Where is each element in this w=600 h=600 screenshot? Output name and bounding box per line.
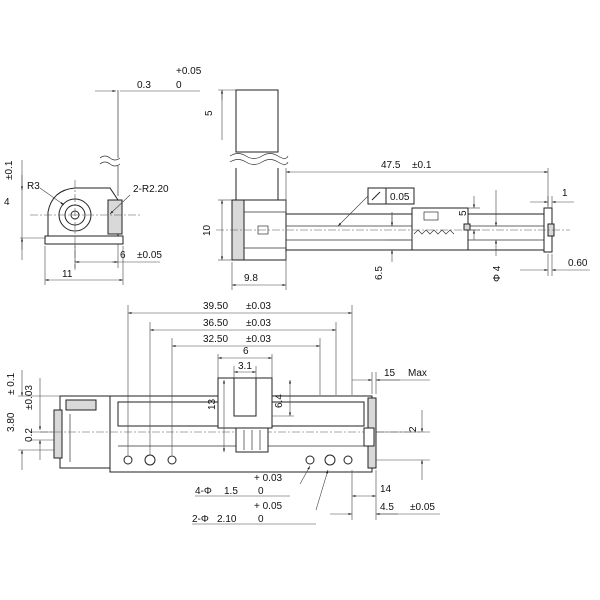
d15: 15 (384, 368, 396, 379)
tol-475: ±0.1 (412, 160, 432, 171)
dim-060: 0.60 (568, 258, 588, 269)
t3950: ±0.03 (246, 301, 271, 312)
d64: 6.4 (274, 394, 285, 408)
d3250: 32.50 (203, 334, 228, 345)
d31: 3.1 (238, 361, 252, 372)
dim-65: 6.5 (374, 266, 385, 280)
d13: 13 (207, 398, 218, 410)
t380: ± 0.1 (6, 372, 17, 395)
hole4-tp: + 0.03 (254, 473, 283, 484)
dim-11: 11 (62, 269, 73, 280)
t45: ±0.05 (410, 502, 435, 513)
tol-01: ±0.1 (4, 160, 15, 180)
front-view: 39.50 ±0.03 36.50 ±0.03 32.50 ±0.03 6 3.… (6, 301, 440, 525)
t3650: ±0.03 (246, 318, 271, 329)
t003: ±0.03 (24, 385, 35, 410)
r2-label: 2-R2.20 (133, 184, 169, 195)
dim-1: 1 (562, 188, 568, 199)
d3950: 39.50 (203, 301, 228, 312)
side-view: 5 10 9.8 47.5 ±0 (202, 89, 590, 290)
max: Max (408, 368, 427, 379)
d6: 6 (243, 346, 249, 357)
t3250: ±0.03 (246, 334, 271, 345)
dim-5-top: 5 (204, 110, 215, 116)
dim-98: 9.8 (244, 273, 258, 284)
dim-475: 47.5 (381, 160, 401, 171)
hole2-label: 2-Φ (192, 514, 209, 525)
hole2-tm: 0 (258, 514, 264, 525)
dim-5-right: 5 (458, 210, 469, 216)
d45: 4.5 (380, 502, 394, 513)
hole2-d: 2.10 (217, 514, 237, 525)
d02: 0.2 (24, 428, 35, 442)
dim-03: 0.3 (137, 80, 151, 91)
d2: 2 (408, 426, 419, 432)
dim-4: 4 (4, 197, 10, 208)
d380: 3.80 (6, 412, 17, 432)
hole4-label: 4-Φ (195, 486, 212, 497)
r3-label: R3 (27, 181, 40, 192)
tol-top: +0.05 (176, 66, 202, 77)
hole4-d: 1.5 (224, 486, 238, 497)
flatness-value: 0.05 (390, 192, 410, 203)
hole4-tm: 0 (258, 486, 264, 497)
tol-bottom: 0 (176, 80, 182, 91)
dim-phi4: Φ 4 (492, 265, 503, 282)
dim-10: 10 (202, 224, 213, 236)
tol-005: ±0.05 (137, 250, 162, 261)
hole2-tp: + 0.05 (254, 501, 283, 512)
d14: 14 (380, 484, 392, 495)
d3650: 36.50 (203, 318, 228, 329)
end-view: 0.3 +0.05 0 ±0.1 4 R3 2-R2.20 6 ±0.05 (4, 66, 202, 285)
